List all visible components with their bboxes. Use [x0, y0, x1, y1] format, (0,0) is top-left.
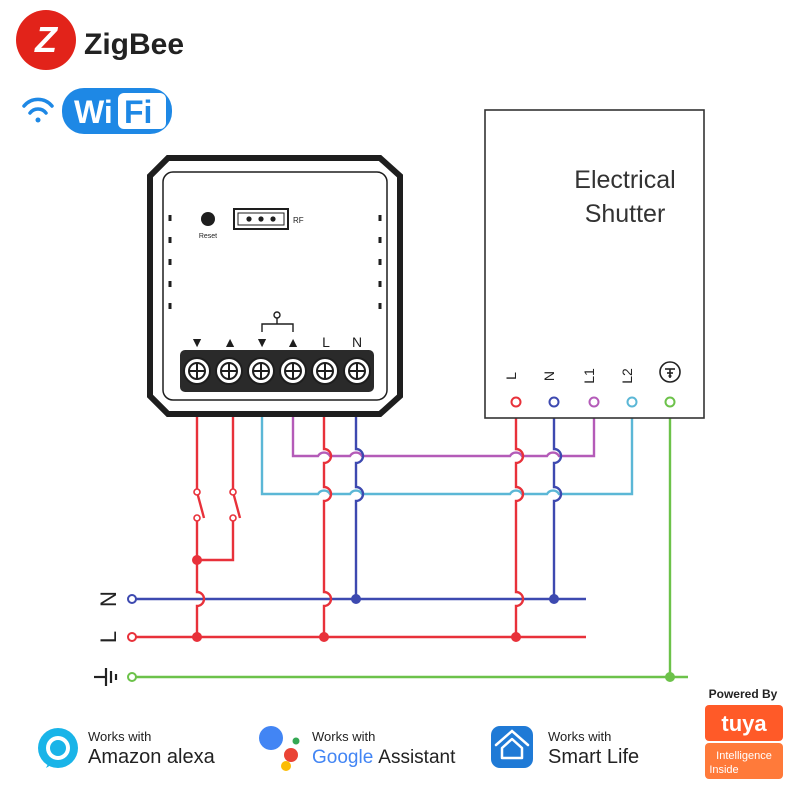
alexa-big-label: Amazon alexa [88, 746, 216, 768]
junction-dot [192, 632, 202, 642]
junction-dot [511, 632, 521, 642]
motor-common-bracket [261, 311, 294, 332]
shutter-neutral-wire [552, 404, 563, 599]
terminal-label-down-1: ▼ [190, 334, 204, 350]
module-live-wire [322, 414, 333, 637]
smart-life-icon [491, 726, 533, 768]
terminal-screw [311, 357, 339, 385]
switch-contact [229, 514, 237, 522]
alexa-small-label: Works with [88, 729, 151, 744]
wifi-logo: Wi Fi [22, 88, 172, 134]
google-wordmark: Google [312, 747, 373, 768]
shutter-terminal-l1 [588, 396, 600, 408]
works-with-smart-life: Works with Smart Life [491, 726, 639, 768]
tuya-tag-line1: Intelligence [716, 750, 772, 762]
terminal-screw [247, 357, 275, 385]
reset-button[interactable] [201, 212, 215, 226]
google-assistant-icon [259, 726, 300, 771]
module-inner-frame [162, 171, 388, 401]
live-bus-label: L [96, 631, 121, 643]
terminal-label-up-1: ▲ [223, 334, 237, 350]
switch-contact [193, 488, 201, 496]
shutter-title-line2: Shutter [585, 200, 666, 228]
zigbee-label: ZigBee [84, 28, 184, 61]
alexa-icon [38, 728, 78, 768]
motor-l2-wire [260, 404, 634, 496]
google-small-label: Works with [312, 729, 375, 744]
terminal-label-n: N [352, 334, 362, 350]
zigbee-logo-icon [16, 10, 76, 70]
zigbee-logo-mark: Z [34, 19, 59, 60]
switch-common-to-live [195, 560, 206, 637]
tuya-intelligence-badge [705, 743, 783, 779]
shutter-live-wire [514, 404, 525, 637]
motor-l1-wire [291, 404, 596, 458]
wifi-fi-box [118, 93, 166, 129]
shutter-terminal-label-l1: L1 [581, 368, 597, 384]
tuya-powered-label: Powered By [709, 687, 778, 701]
terminal-label-up-2: ▲ [286, 334, 300, 350]
electrical-shutter: Electrical Shutter L N L1 L2 [484, 109, 705, 419]
junction-dot [351, 594, 361, 604]
assistant-wordmark: Assistant [378, 747, 456, 768]
junction-dot [665, 672, 675, 682]
module-neutral-wire [354, 414, 365, 599]
reset-label: Reset [199, 233, 217, 240]
switch-contact [229, 488, 237, 496]
smart-switch-module: Reset RF ▼ ▲ ▼ ▲ L N [147, 155, 403, 417]
smart-life-small-label: Works with [548, 729, 611, 744]
wifi-label: Wi [74, 94, 113, 130]
earth-symbol-icon [94, 668, 118, 686]
terminal-screw [215, 357, 243, 385]
shutter-title-line1: Electrical [574, 166, 675, 194]
terminal-label-l: L [322, 334, 330, 350]
tuya-brand-label: tuya [721, 711, 767, 736]
live-bus-terminal [127, 632, 137, 642]
terminal-screw [183, 357, 211, 385]
rf-label: RF [293, 216, 304, 225]
zigbee-logo: Z ZigBee [16, 10, 184, 70]
terminal-screw [343, 357, 371, 385]
tuya-tag-line2: Inside [709, 764, 738, 776]
shutter-box [484, 109, 705, 419]
shutter-terminal-label-n: N [541, 371, 557, 381]
shutter-terminal-l [510, 396, 522, 408]
terminal-screws [183, 357, 371, 385]
neutral-bus-label: N [96, 591, 121, 607]
wifi-label-fi: Fi [124, 94, 152, 130]
shutter-terminal-label-l: L [503, 372, 519, 380]
wifi-signal-icon [22, 97, 54, 123]
earth-bus-terminal [127, 672, 137, 682]
junction-dot [192, 555, 202, 565]
module-side-vents [168, 215, 382, 309]
terminal-label-down-2: ▼ [255, 334, 269, 350]
smart-life-big-label: Smart Life [548, 746, 639, 768]
switch-blade-down [195, 491, 206, 519]
junction-dot [549, 594, 559, 604]
junction-dot [319, 632, 329, 642]
shutter-terminal-label-l2: L2 [619, 368, 635, 384]
powered-by-tuya: Powered By tuya Intelligence Inside [705, 687, 783, 779]
shutter-terminal-n [548, 396, 560, 408]
shutter-terminal-earth [664, 396, 676, 408]
shutter-terminal-l2 [626, 396, 638, 408]
wires [127, 404, 688, 682]
neutral-bus-terminal [127, 594, 137, 604]
shutter-earth-terminal-icon [659, 361, 681, 383]
switch-blade-up [231, 491, 242, 519]
tuya-logo [705, 705, 783, 741]
switch-contact [193, 514, 201, 522]
terminal-screw [279, 357, 307, 385]
switch-up-wire-bottom [197, 518, 235, 562]
works-with-alexa: Works with Amazon alexa [38, 728, 216, 768]
